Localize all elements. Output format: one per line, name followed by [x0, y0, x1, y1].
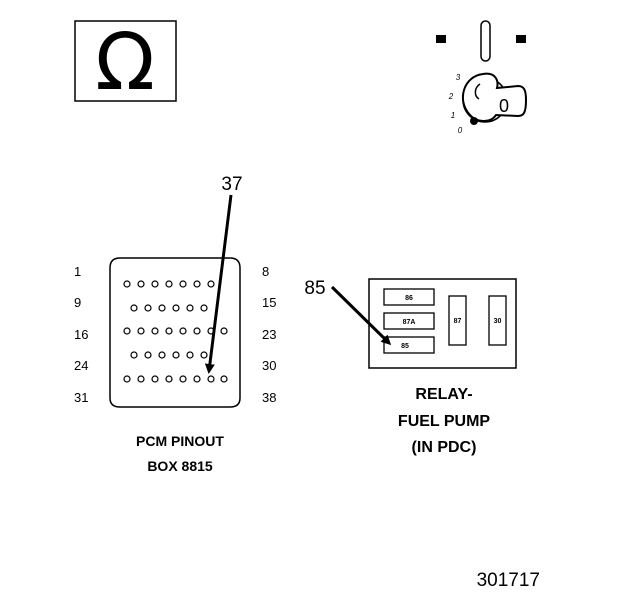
- pcm-right-pin-label: 15: [262, 295, 276, 310]
- pcm-pin-holes: [123, 280, 228, 383]
- pcm-pin-hole: [186, 304, 194, 312]
- pcm-right-pin-label: 23: [262, 327, 276, 342]
- ignition-key-icon: 3 2 1 0 0: [436, 20, 528, 135]
- relay-terminal-87: [448, 295, 467, 346]
- relay-terminal-87a: [383, 312, 435, 330]
- pcm-pin-hole: [165, 280, 173, 288]
- pcm-left-pin-label: 9: [74, 295, 81, 310]
- pcm-caption-line2: BOX 8815: [147, 458, 213, 474]
- relay-terminal-label: 85: [401, 343, 409, 350]
- pcm-pin-hole: [165, 375, 173, 383]
- relay-callout-arrow: [330, 285, 392, 346]
- pcm-pin-hole: [179, 375, 187, 383]
- pcm-pin-hole: [151, 280, 159, 288]
- pcm-pin-hole: [144, 304, 152, 312]
- pcm-pin-hole: [186, 351, 194, 359]
- pcm-right-pin-label: 8: [262, 264, 269, 279]
- pcm-pin-hole: [172, 304, 180, 312]
- relay-terminal-86: [383, 288, 435, 306]
- pcm-pin-hole: [172, 351, 180, 359]
- relay-terminal-label: 30: [494, 318, 502, 325]
- pcm-pin-hole: [158, 304, 166, 312]
- pcm-pin-hole: [123, 327, 131, 335]
- ohm-meter-icon: Ω: [74, 18, 177, 108]
- pcm-pin-hole: [200, 304, 208, 312]
- pcm-connector: 1 9 16 24 31 8 15 23 30 38 37 PCM PINOUT…: [74, 174, 276, 474]
- pcm-left-pin-label: 24: [74, 358, 88, 373]
- relay-terminal-label: 87A: [403, 319, 416, 326]
- pcm-pin-hole: [130, 304, 138, 312]
- relay-caption-line3: (IN PDC): [412, 439, 477, 456]
- pcm-pin-hole: [207, 375, 215, 383]
- pcm-pin-hole: [193, 280, 201, 288]
- pcm-pin-hole: [200, 351, 208, 359]
- ohm-glyph: Ω: [95, 18, 155, 108]
- ignition-position-0: 0: [458, 126, 463, 135]
- pcm-pin-hole: [179, 280, 187, 288]
- relay-terminal-label: 86: [405, 295, 413, 302]
- pcm-right-pin-label: 38: [262, 390, 276, 405]
- pcm-pin-hole: [151, 327, 159, 335]
- pcm-pin-hole: [158, 351, 166, 359]
- pcm-pin-hole: [179, 327, 187, 335]
- ignition-position-2: 2: [448, 92, 454, 101]
- pcm-left-pin-label: 16: [74, 327, 88, 342]
- pcm-pin-hole: [193, 375, 201, 383]
- relay-caption-line2: FUEL PUMP: [398, 413, 490, 430]
- pcm-pin-hole: [123, 375, 131, 383]
- pcm-pin-hole: [123, 280, 131, 288]
- ignition-position-1: 1: [451, 111, 455, 120]
- pcm-pin-hole: [144, 351, 152, 359]
- pcm-left-pin-label: 31: [74, 390, 88, 405]
- relay-callout-label: 85: [304, 278, 325, 299]
- pcm-pin-hole: [137, 280, 145, 288]
- pcm-pin-hole: [220, 327, 228, 335]
- pcm-pin-hole: [151, 375, 159, 383]
- ignition-key-label: 0: [499, 96, 509, 116]
- ignition-position-3: 3: [456, 73, 461, 82]
- pcm-callout-label: 37: [221, 174, 242, 195]
- relay-terminal-label: 87: [454, 318, 462, 325]
- relay-terminal-30: [488, 295, 507, 346]
- pcm-pin-hole: [130, 351, 138, 359]
- pcm-pin-hole: [137, 375, 145, 383]
- pcm-pin-hole: [165, 327, 173, 335]
- pcm-pin-hole: [220, 375, 228, 383]
- fuel-pump-relay: 86 87A 85 87 30 85 RELAY- FUEL PUMP (IN …: [304, 278, 517, 456]
- pcm-pin-hole: [193, 327, 201, 335]
- pcm-pin-hole: [137, 327, 145, 335]
- relay-caption-line1: RELAY-: [415, 386, 472, 403]
- pcm-left-pin-label: 1: [74, 264, 81, 279]
- figure-number: 301717: [477, 570, 540, 591]
- pcm-right-pin-label: 30: [262, 358, 276, 373]
- pcm-pin-hole: [207, 280, 215, 288]
- relay-terminal-85: [383, 336, 435, 354]
- pcm-caption-line1: PCM PINOUT: [136, 433, 224, 449]
- pcm-callout-arrow: [204, 194, 233, 374]
